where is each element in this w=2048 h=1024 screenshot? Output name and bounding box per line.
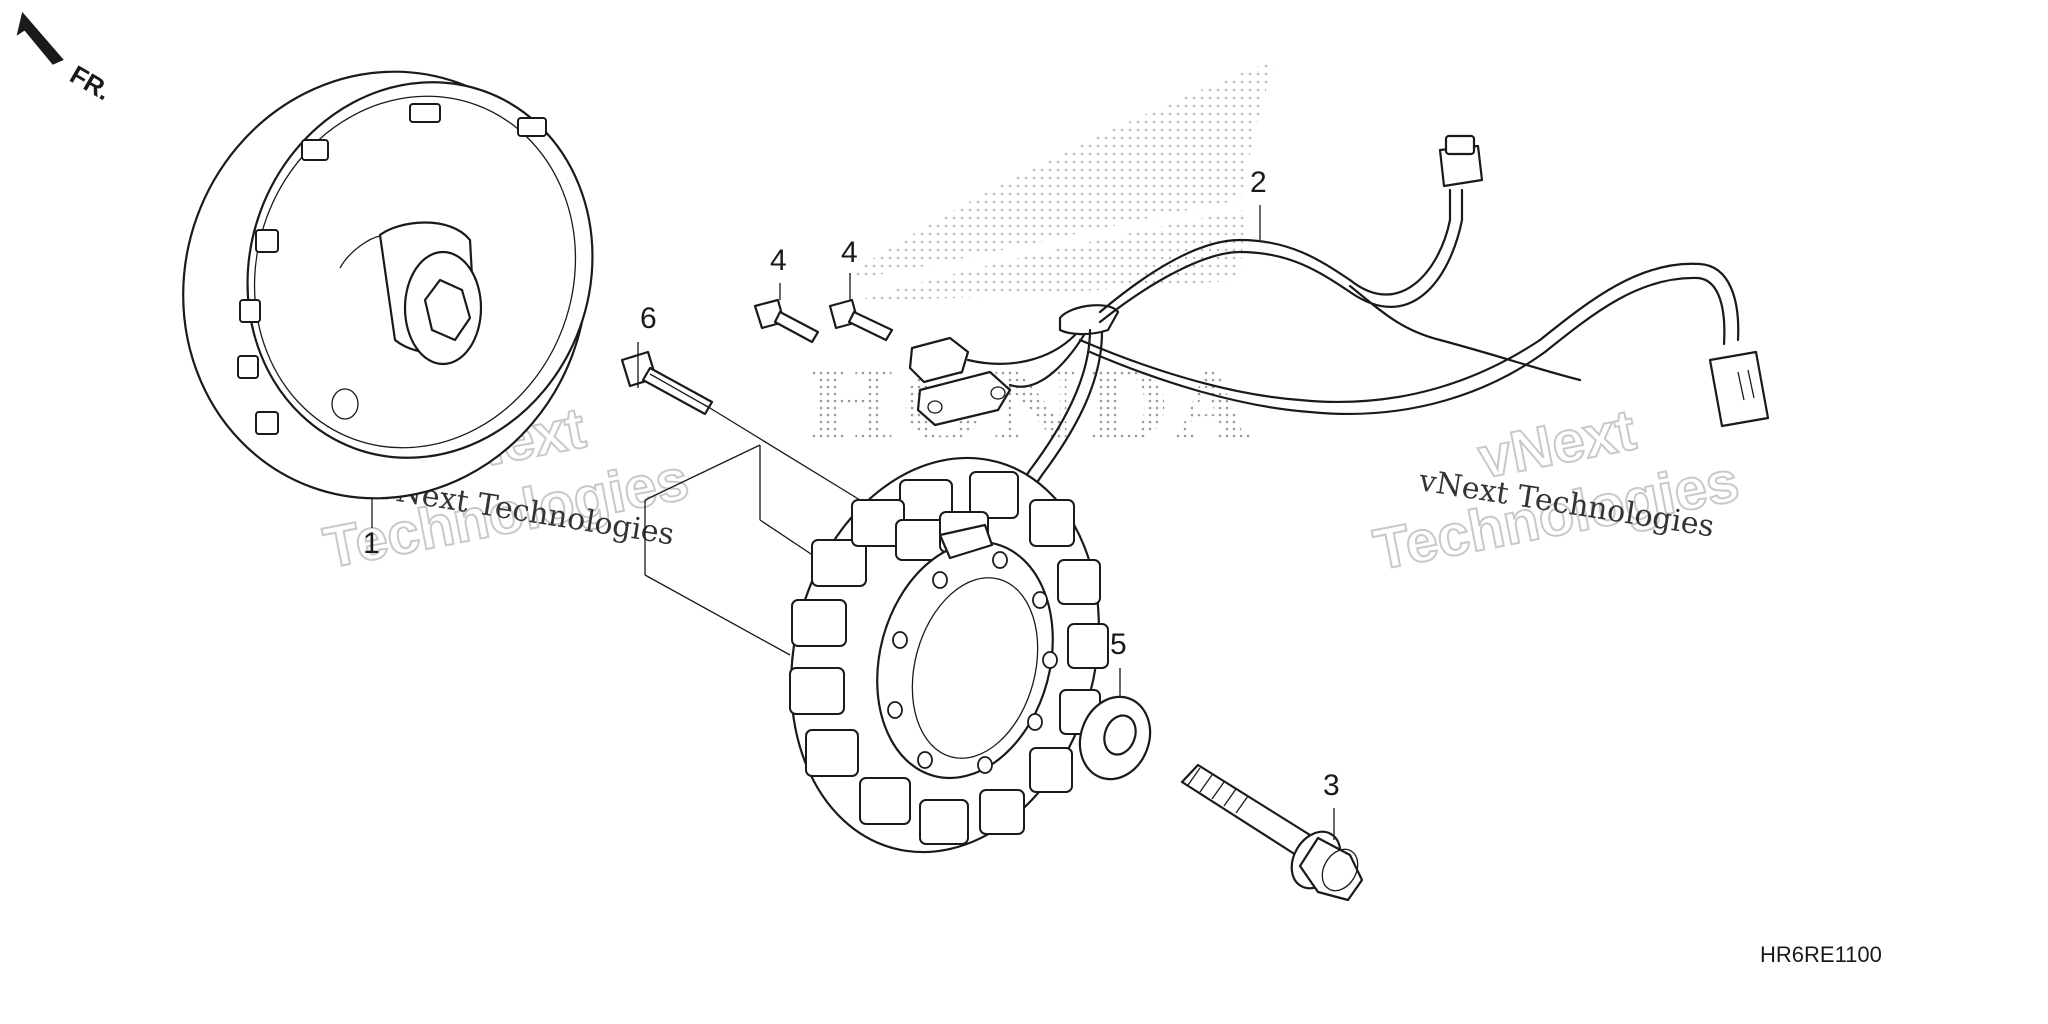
callout-stator-bolt: 6 xyxy=(640,302,657,335)
callout-flywheel: 1 xyxy=(363,527,380,560)
callout-bolt-left: 4 xyxy=(770,244,787,277)
callout-wire-harness: 2 xyxy=(1250,166,1267,199)
washer-part: 5 xyxy=(1078,628,1152,781)
vendor-watermarks: vNext Technologies vNext Technologies vN… xyxy=(318,394,1745,583)
stator-bolt-part: 6 xyxy=(620,302,714,416)
wire-harness-part: 2 xyxy=(908,134,1770,507)
front-label: FR. xyxy=(65,59,116,106)
flywheel-part: 1 xyxy=(182,70,594,560)
flange-bolt-large-part: 3 xyxy=(1180,763,1364,902)
diagram-code: HR6RE1100 xyxy=(1760,942,1882,967)
front-arrow-icon: FR. xyxy=(16,11,116,106)
brand-watermark-text: HONDA xyxy=(805,350,1255,463)
brand-wing-watermark: HONDA xyxy=(805,60,1275,463)
bolt-left-part: 4 xyxy=(753,244,820,344)
stator-part xyxy=(644,404,1109,854)
callout-bolt-right: 4 xyxy=(841,236,858,269)
callout-washer: 5 xyxy=(1110,628,1127,661)
bolt-right-part: 4 xyxy=(828,236,894,342)
callout-flange-bolt-large: 3 xyxy=(1323,769,1340,802)
